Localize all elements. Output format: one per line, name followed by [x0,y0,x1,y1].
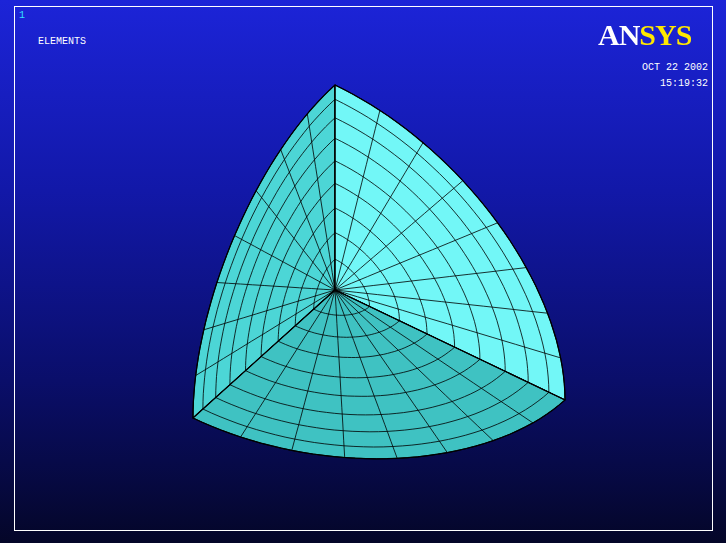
mesh-line [241,290,335,437]
mesh-line [335,110,380,290]
mesh-line [335,223,498,290]
date-stamp: OCT 22 2002 [642,62,708,73]
mesh-line [307,114,335,290]
ansys-logo: ANSYS [598,18,691,52]
mesh-line [335,290,447,453]
mesh-line [292,290,335,450]
mesh-line [335,143,423,290]
mesh-line [335,290,345,458]
meshed-faces [193,85,565,459]
mesh-line [256,191,335,290]
mesh-line [217,283,335,291]
face-outline [193,290,565,459]
time-stamp: 15:19:32 [660,78,708,89]
mesh-line [335,290,533,423]
window-number: 1 [19,10,25,21]
mesh-line [235,236,335,290]
bottom-face [193,290,565,459]
mesh-line [335,290,493,441]
mesh-line [281,150,335,290]
plot-title: ELEMENTS [38,36,86,47]
mesh-line [335,181,463,290]
mesh-line [335,268,526,290]
plot-frame [15,7,713,531]
